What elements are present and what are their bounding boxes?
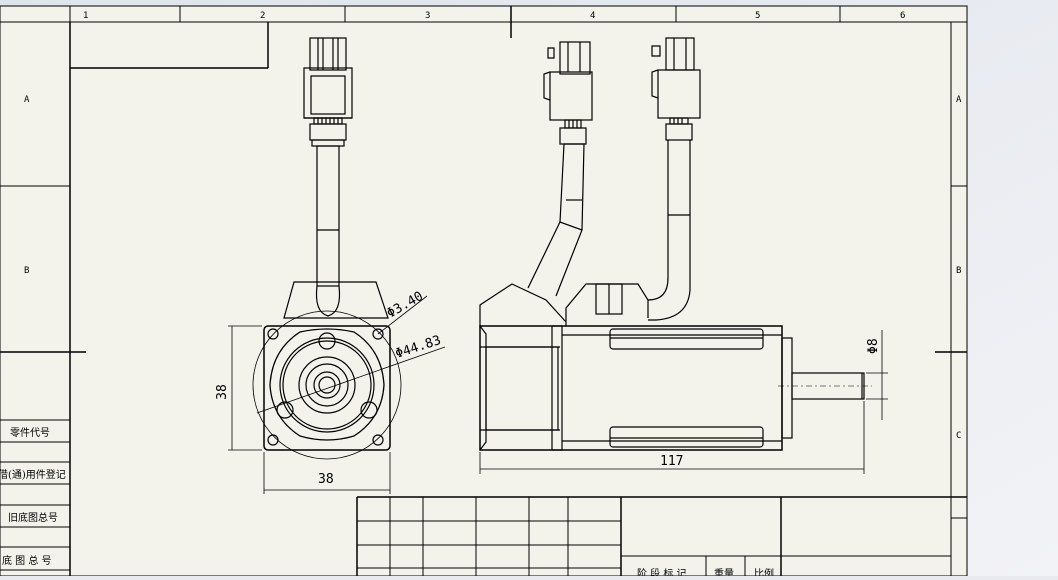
left-zone-strip (0, 185, 967, 519)
title-block-stage-mark: 阶 段 标 记 (637, 567, 687, 576)
title-block (356, 496, 967, 576)
zone-col-3: 3 (425, 11, 430, 21)
top-zone-strip (0, 6, 967, 38)
side-angled-cable (527, 221, 583, 297)
side-encoder-housing (479, 283, 567, 326)
zone-col-4: 4 (590, 11, 595, 21)
front-gland-housing (283, 281, 389, 319)
front-cable (316, 145, 340, 287)
zone-row-c-right: C (956, 431, 961, 441)
dim-front-width: 38 (318, 472, 334, 487)
front-view (228, 37, 446, 494)
zone-row-a-right: A (956, 95, 962, 105)
front-flange (263, 325, 391, 451)
side-label-base-number: 底 图 总 号 (2, 554, 52, 567)
zone-col-2: 2 (260, 11, 265, 21)
zone-row-b-right: B (956, 266, 961, 276)
title-block-weight: 重量 (714, 567, 734, 576)
side-label-part-code: 零件代号 (10, 427, 50, 439)
zone-col-5: 5 (755, 11, 760, 21)
dim-front-height: 38 (215, 384, 230, 400)
zone-row-b-left: B (24, 266, 29, 276)
side-label-borrowed-register: 借(通)用件登记 (0, 468, 66, 481)
title-block-scale: 比例 (754, 567, 774, 576)
zone-row-a-left: A (24, 95, 30, 105)
side-label-old-base-number: 旧底图总号 (8, 511, 58, 524)
drawing-sheet (0, 5, 968, 577)
side-record-table (0, 419, 70, 571)
zone-col-1: 1 (83, 11, 88, 21)
dim-shaft-dia: Φ8 (866, 338, 881, 354)
front-connector (303, 37, 353, 147)
zone-col-6: 6 (900, 11, 905, 21)
dim-length: 117 (660, 454, 683, 469)
side-view (479, 37, 888, 474)
